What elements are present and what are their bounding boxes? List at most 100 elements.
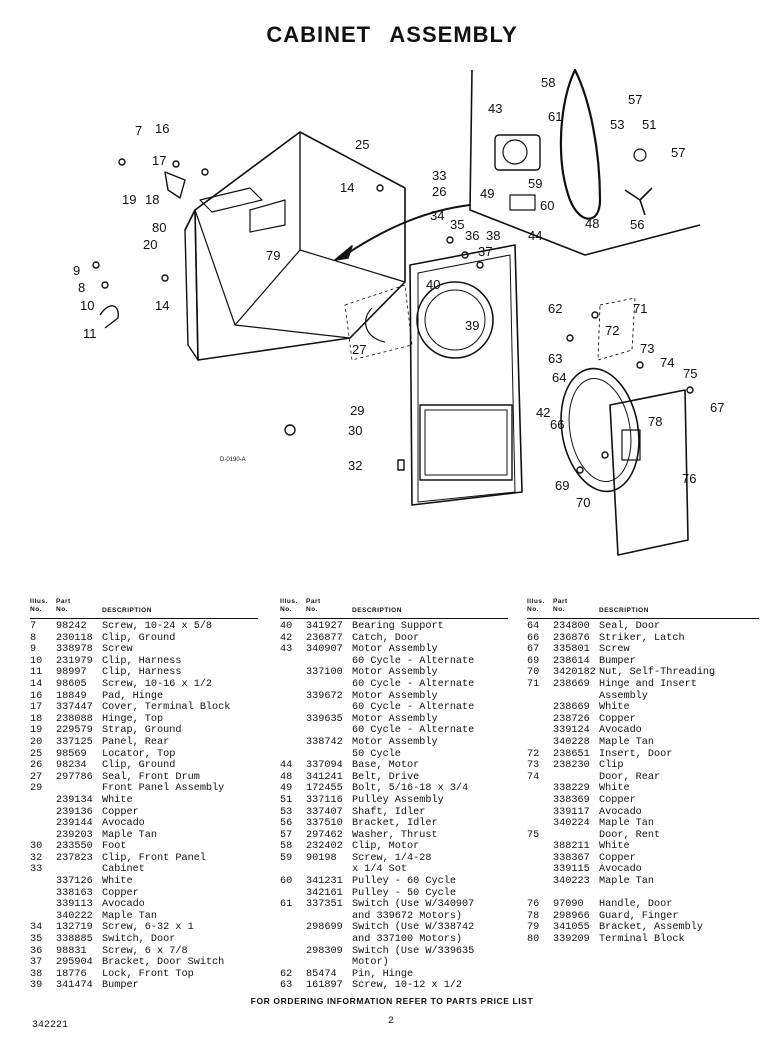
header-desc: DESCRIPTION bbox=[599, 607, 649, 614]
part-number: 338885 bbox=[56, 934, 93, 946]
part-description: Bearing Support bbox=[352, 621, 444, 632]
header-desc: DESCRIPTION bbox=[352, 607, 402, 614]
part-number: 337351 bbox=[306, 899, 343, 911]
part-number: 238614 bbox=[553, 655, 590, 667]
part-number: 236877 bbox=[306, 632, 343, 644]
part-description: Clip, Motor bbox=[352, 841, 420, 853]
part-number: 342161 bbox=[306, 887, 343, 899]
callout-label: 48 bbox=[585, 216, 599, 231]
illus-number: 69 bbox=[527, 655, 540, 667]
front-panel bbox=[344, 244, 523, 506]
part-number: 232402 bbox=[306, 841, 343, 853]
part-number: 237823 bbox=[56, 852, 93, 864]
part-description: Screw, 10-16 x 1/2 bbox=[102, 678, 213, 690]
callout-label: 42 bbox=[536, 405, 550, 420]
illus-number: 39 bbox=[30, 980, 43, 992]
parts-row: 60 Cycle - Alternate bbox=[280, 702, 508, 714]
callout-label: 16 bbox=[155, 121, 169, 136]
part-description: Motor Assembly bbox=[352, 713, 438, 725]
part-description: 60 Cycle - Alternate bbox=[352, 655, 475, 667]
part-number: 339209 bbox=[553, 934, 590, 946]
illus-number: 44 bbox=[280, 760, 293, 772]
part-description: Handle, Door bbox=[599, 899, 673, 911]
part-number: 337100 bbox=[306, 667, 343, 679]
part-number: 338367 bbox=[553, 852, 590, 864]
callout-label: 75 bbox=[683, 366, 697, 381]
illus-number: 32 bbox=[30, 852, 43, 864]
callout-label: 60 bbox=[540, 198, 554, 213]
callout-label: 11 bbox=[83, 326, 97, 341]
part-description: Avocado bbox=[102, 818, 145, 830]
part-description: Motor Assembly bbox=[352, 736, 438, 748]
part-description: Shaft, Idler bbox=[352, 806, 426, 818]
illus-number: 36 bbox=[30, 945, 43, 957]
parts-row: x 1/4 Sot bbox=[280, 864, 508, 876]
part-number: 298966 bbox=[553, 910, 590, 922]
callout-label: 9 bbox=[73, 263, 80, 278]
part-number: 298699 bbox=[306, 922, 343, 934]
illus-number: 9 bbox=[30, 644, 37, 656]
callout-label: 29 bbox=[350, 403, 364, 418]
callout-label: 39 bbox=[465, 318, 479, 333]
illus-number: 42 bbox=[280, 632, 293, 644]
part-description: White bbox=[102, 794, 133, 806]
header-no: Illus. No. bbox=[280, 598, 298, 613]
part-number: 3420182 bbox=[553, 667, 596, 679]
part-description: 50 Cycle bbox=[352, 748, 401, 760]
part-description: Screw, 6-32 x 1 bbox=[102, 922, 194, 934]
callout-label: 78 bbox=[648, 414, 662, 429]
illus-number: 56 bbox=[280, 818, 293, 830]
callout-label: 72 bbox=[605, 323, 619, 338]
part-number: 335801 bbox=[553, 644, 590, 656]
callout-label: 73 bbox=[640, 341, 654, 356]
part-description: Assembly bbox=[599, 690, 648, 702]
drawing-code: D-0190-A bbox=[220, 457, 246, 463]
callout-label: 37 bbox=[478, 244, 492, 259]
part-number: 231979 bbox=[56, 655, 93, 667]
rear-door bbox=[560, 297, 689, 556]
part-number: 98234 bbox=[56, 760, 87, 772]
callout-label: 71 bbox=[633, 301, 647, 316]
header-part: Part No. bbox=[306, 598, 321, 613]
part-description: Screw bbox=[102, 644, 133, 656]
callout-label: 17 bbox=[152, 153, 166, 168]
callout-label: 70 bbox=[576, 495, 590, 510]
part-description: Avocado bbox=[102, 899, 145, 911]
illus-number: 73 bbox=[527, 760, 540, 772]
callout-label: 14 bbox=[340, 180, 354, 195]
callout-label: 67 bbox=[710, 400, 724, 415]
part-number: 341927 bbox=[306, 621, 343, 632]
part-description: Switch (Use W/340907 bbox=[352, 899, 475, 911]
part-description: Seal, Door bbox=[599, 621, 661, 632]
illus-number: 80 bbox=[527, 934, 540, 946]
part-number: 98605 bbox=[56, 678, 87, 690]
header-no: Illus. No. bbox=[527, 598, 545, 613]
part-description: Screw, 1/4-28 bbox=[352, 852, 432, 864]
illus-number: 49 bbox=[280, 783, 293, 795]
illus-number: 53 bbox=[280, 806, 293, 818]
part-description: Copper bbox=[102, 806, 139, 818]
part-description: Panel, Rear bbox=[102, 736, 170, 748]
part-description: 60 Cycle - Alternate bbox=[352, 678, 475, 690]
illus-number: 27 bbox=[30, 771, 43, 783]
